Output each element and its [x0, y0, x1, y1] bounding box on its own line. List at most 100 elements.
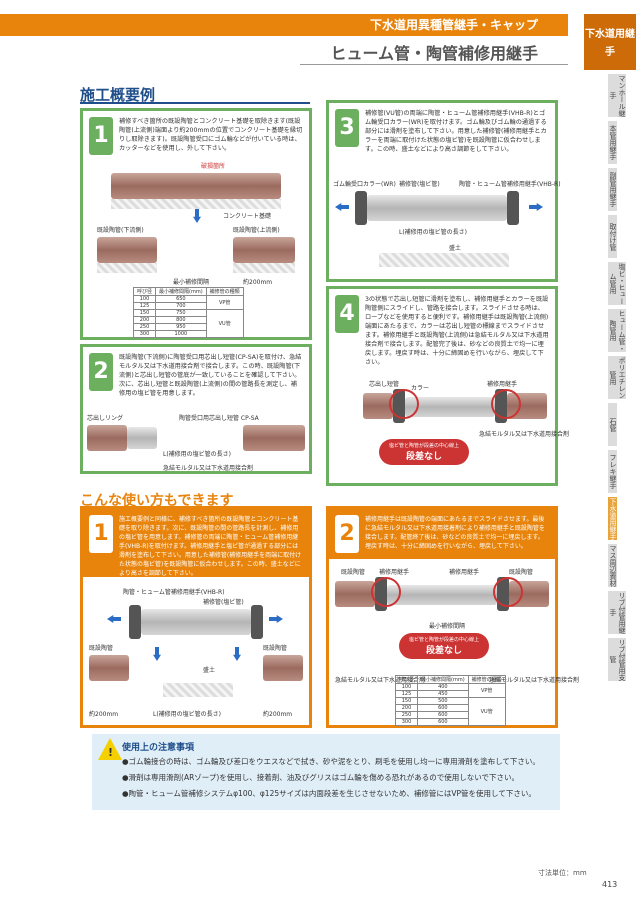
detail-circle: [371, 577, 401, 607]
left-arrow-icon: [107, 615, 121, 623]
pipe-down: [363, 393, 393, 419]
collar-label: カラー: [411, 385, 430, 392]
mortar-label: 急結モルタル又は下水道用接合剤: [163, 465, 254, 472]
joint-label: 補修用継手: [487, 381, 518, 388]
side-heading: 下水道用継手: [584, 14, 636, 70]
wr-label: ゴム輪受口カラー(WR): [333, 181, 396, 188]
existing-label: 既設陶管: [263, 645, 288, 652]
center-short-label: 芯出し短管: [369, 381, 400, 388]
center-ring-label: 芯出しリング: [87, 415, 124, 422]
page-title: ヒューム管・陶管補修用継手: [330, 44, 538, 63]
mortar-label: 急結モルタル又は下水道用接合剤: [489, 677, 580, 684]
no-step-badge: 塩ビ管と陶管が段差の中心線上段差なし: [379, 439, 469, 465]
right-arrow-icon: [529, 203, 543, 211]
note-item: ●滑剤は専用滑剤(ARゾープ)を使用し、接着剤、油及びグリスはゴム輪を傷める恐れ…: [122, 773, 520, 782]
use-text: 施工概要例と同様に、補修すべき箇所の既設陶管とコンクリート基礎を取り除きます。次…: [83, 509, 309, 577]
use-2-panel: 補修用継手は既設陶管の端面にあたるまでスライドさせます。最後に急結モルタル又は下…: [326, 506, 579, 728]
title-underline: [300, 64, 568, 65]
detail-circle: [389, 389, 419, 419]
step-number: 1: [89, 117, 113, 155]
existing-label: 既設陶管: [341, 569, 366, 576]
section-rule: [80, 102, 310, 104]
step-3-panel: 3 補修管(VU管)の両端に陶管・ヒューム管補修用継手(VHB-R)とゴム輪受口…: [326, 100, 561, 282]
side-tab[interactable]: 石管: [608, 403, 617, 446]
step-text: 3の状態で芯出し短管に滑剤を塗布し、補修用継手とカラーを既設陶管側にスライドし、…: [365, 296, 549, 366]
step-number: 4: [335, 295, 359, 333]
no-step-badge: 塩ビ管と陶管が段差の中心線上段差なし: [399, 633, 489, 659]
side-tab[interactable]: リブ付管用支管: [608, 638, 626, 681]
vhb-joint: [129, 605, 141, 639]
embank: [379, 253, 509, 267]
existing-label: 既設陶管: [89, 645, 114, 652]
joint-label: 補修用継手: [379, 569, 410, 576]
pipe-down: [87, 425, 127, 451]
use-1-panel: 施工概要例と同様に、補修すべき箇所の既設陶管とコンクリート基礎を取り除きます。次…: [80, 506, 312, 728]
pipe-down: [97, 237, 157, 263]
approx200-label: 約200mm: [243, 279, 273, 286]
step-text: 既設陶管(下流側)に陶管受口用芯出し短管(CP-SA)を取付け、急結モルタル又は…: [119, 354, 302, 397]
vhb-joint: [251, 605, 263, 639]
side-tab[interactable]: 副管用継手: [608, 168, 617, 211]
side-tab[interactable]: リブ付管用継手: [608, 591, 626, 634]
embank-label: 盛土: [449, 245, 462, 252]
mortar-label: 急結モルタル又は下水道用接合剤: [335, 677, 426, 684]
existing-label: 既設陶管: [509, 569, 534, 576]
section-title-procedure: 施工概要例: [80, 86, 156, 104]
pipe-length-label: L(補修用の塩ビ管の長さ): [153, 711, 222, 718]
side-tab[interactable]: 塩ビ・ヒューム管用: [608, 262, 626, 305]
step-4-panel: 4 3の状態で芯出し短管に滑剤を塗布し、補修用継手とカラーを既設陶管側にスライド…: [326, 286, 569, 486]
side-tab[interactable]: マス周辺資材: [608, 544, 617, 587]
existing-down-label: 既設陶管(下流側): [97, 227, 144, 234]
step-text: 補修管(VU管)の両端に陶管・ヒューム管補修用継手(VHB-R)とゴム輪受口カラ…: [365, 110, 547, 153]
min-interval-label: 最小補修間隔: [173, 279, 210, 286]
embank-label: 盛土: [203, 667, 216, 674]
notes-title: 使用上の注意事項: [122, 743, 195, 753]
right-arrow-icon: [269, 615, 283, 623]
center-short-pipe: [127, 427, 157, 449]
step-number: 2: [89, 353, 113, 391]
detail-circle: [493, 577, 523, 607]
concrete-base: [111, 199, 281, 209]
vhb-label: 陶管・ヒューム管補修用継手(VHB-R): [459, 181, 561, 188]
detail-circle: [491, 389, 521, 419]
step-1-panel: 1 補修すべき箇所の既設陶管とコンクリート基礎を取除きます(既設陶管(上流側)端…: [80, 108, 312, 340]
pipe-length-label: L(補修用の塩ビ管の長さ): [163, 451, 232, 458]
vhb-joint: [507, 191, 519, 225]
approx200-label: 約200mm: [263, 711, 293, 718]
side-tab[interactable]: 取付け管: [608, 215, 617, 258]
down-arrow-icon: [233, 647, 241, 661]
repair-pipe: [387, 585, 497, 605]
side-tab[interactable]: ヒューム管・陶管用: [608, 309, 626, 352]
use-number: 1: [89, 515, 113, 553]
unit-note: 寸法単位：mm: [538, 869, 587, 877]
pipe-up: [233, 237, 295, 263]
use-number: 2: [335, 515, 359, 553]
repair-pipe: [405, 397, 495, 417]
note-item: ●ゴム輪接合の時は、ゴム輪及び差口をウエスなどで拭き、砂や泥をとり、刷毛を使用し…: [122, 757, 540, 766]
approx200-label: 約200mm: [89, 711, 119, 718]
concrete-label: コンクリート基礎: [223, 213, 272, 220]
page-number: 413: [602, 880, 618, 889]
side-tab[interactable]: マンホール継手: [608, 74, 626, 117]
side-tab[interactable]: 本管用継手: [608, 121, 617, 164]
side-tab-list: マンホール継手本管用継手副管用継手取付け管塩ビ・ヒューム管用ヒューム管・陶管用ポ…: [608, 74, 636, 685]
category-banner: 下水道用異種管継手・キャップ: [0, 14, 568, 36]
use-text: 補修用継手は既設陶管の端面にあたるまでスライドさせます。最後に急結モルタル又は下…: [329, 509, 555, 559]
warning-icon: !: [98, 738, 122, 760]
step-number: 3: [335, 109, 359, 147]
side-tab[interactable]: 下水道用継手: [608, 497, 617, 540]
side-tab[interactable]: フレキ継手: [608, 450, 617, 493]
down-arrow-icon: [153, 647, 161, 661]
base-up: [233, 263, 295, 273]
pipe-left: [89, 655, 129, 681]
vhb-label: 陶管・ヒューム管補修用継手(VHB-R): [123, 589, 225, 596]
mortar-label: 急結モルタル又は下水道用接合剤: [479, 431, 570, 438]
embank: [163, 683, 233, 697]
section-title-other-uses: こんな使い方もできます: [80, 493, 234, 509]
pipe-length-label: L(補修用の塩ビ管の長さ): [399, 229, 468, 236]
side-tab[interactable]: ポリエチレン管用: [608, 356, 626, 399]
joint-label: 補修用継手: [449, 569, 480, 576]
left-arrow-icon: [335, 203, 349, 211]
usage-notes: ! 使用上の注意事項 ●ゴム輪接合の時は、ゴム輪及び差口をウエスなどで拭き、砂や…: [92, 734, 560, 810]
